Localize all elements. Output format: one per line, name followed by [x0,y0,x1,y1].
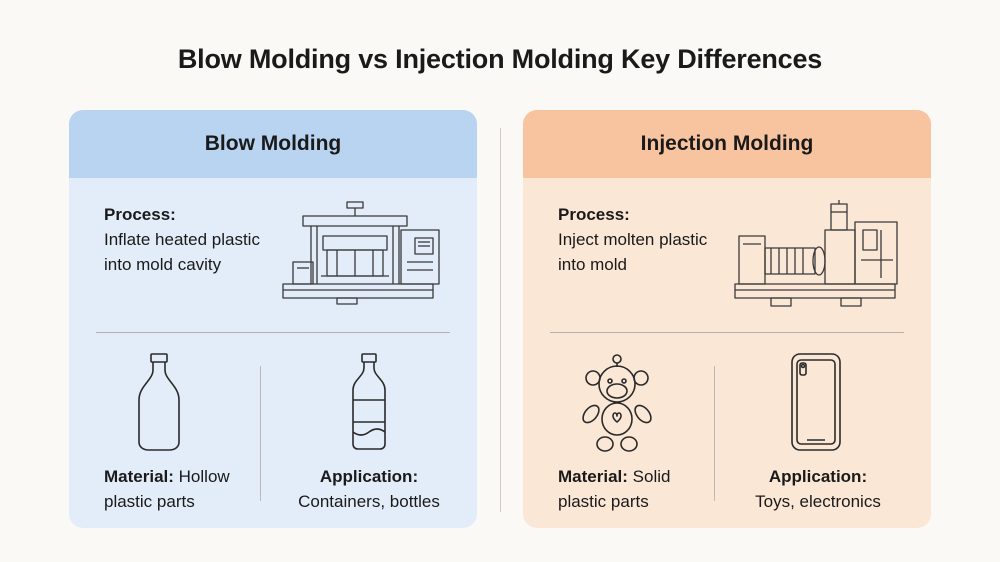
blow-material-text-1: Hollow [178,467,230,486]
blow-molding-machine-icon [282,201,440,305]
blow-molding-header: Blow Molding [69,110,477,178]
blow-material-caption: Material: Hollow plastic parts [104,464,230,514]
injection-process-text: Inject molten plastic into mold [558,230,708,274]
blow-material-label: Material: [104,467,174,486]
center-divider [500,128,501,512]
blow-application-caption: Application: Containers, bottles [281,464,457,514]
injection-section-divider [550,332,904,333]
injection-material-text-1: Solid [632,467,671,486]
injection-process-label: Process: [558,205,630,224]
injection-material-caption: Material: Solid plastic parts [558,464,670,514]
blow-section-divider [96,332,450,333]
injection-application-text: Toys, electronics [755,492,881,511]
injection-inner-divider [714,366,715,501]
blow-process-label: Process: [104,205,176,224]
injection-application-label: Application: [768,467,868,486]
injection-application-caption: Application: Toys, electronics [723,464,913,514]
injection-material-label: Material: [558,467,628,486]
blow-process-block: Process: Inflate heated plastic into mol… [104,202,284,277]
round-bottle-icon [138,353,180,451]
injection-process-block: Process: Inject molten plastic into mold [558,202,738,277]
injection-molding-machine-icon [734,200,898,307]
blow-molding-card: Blow Molding Process: Inflate heated pla… [69,110,477,528]
injection-material-text-2: plastic parts [558,492,649,511]
water-bottle-icon [352,353,386,450]
smartphone-icon [791,353,841,451]
injection-molding-card: Injection Molding Process: Inject molten… [523,110,931,528]
injection-molding-header: Injection Molding [523,110,931,178]
blow-application-text: Containers, bottles [298,492,440,511]
page-title: Blow Molding vs Injection Molding Key Di… [177,44,823,74]
blow-process-text: Inflate heated plastic into mold cavity [104,230,260,274]
blow-application-label: Application: [319,467,419,486]
blow-inner-divider [260,366,261,501]
blow-material-text-2: plastic parts [104,492,195,511]
teddy-bear-toy-icon [582,354,652,452]
